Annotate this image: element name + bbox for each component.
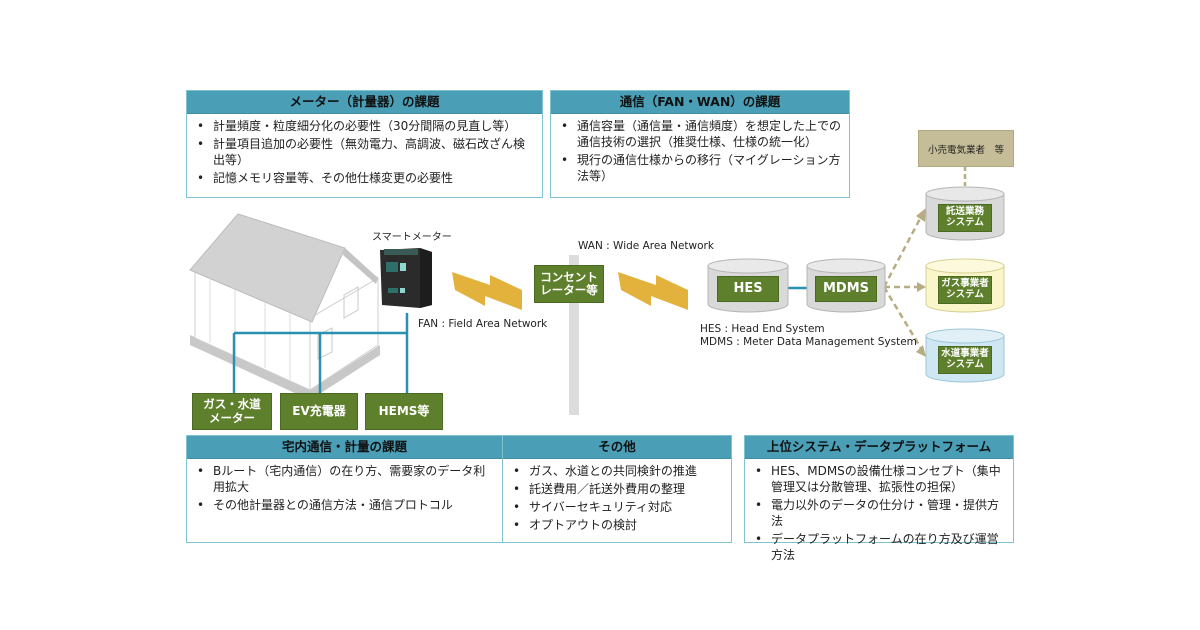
gas-system-database: ガス事業者 システム xyxy=(925,258,1005,314)
concentrator-pole xyxy=(569,255,579,415)
comm-issues-title: 通信（FAN・WAN）の課題 xyxy=(551,91,849,114)
hems-box: HEMS等 xyxy=(365,393,443,430)
ev-charger-box: EV充電器 xyxy=(280,393,358,430)
home-issues-panel: 宅内通信・計量の課題 Bルート（宅内通信）の在り方、需要家のデータ利用拡大 その… xyxy=(186,435,503,543)
arrow-head-icon xyxy=(916,208,926,357)
water-system-label: 水道事業者 システム xyxy=(938,346,992,374)
fan-label: FAN : Field Area Network xyxy=(418,318,548,330)
water-system-database: 水道事業者 システム xyxy=(925,328,1005,384)
other-issues-panel: その他 ガス、水道との共同検針の推進 託送費用／託送外費用の整理 サイバーセキュ… xyxy=(502,435,732,543)
wan-label: WAN : Wide Area Network xyxy=(578,240,714,252)
list-item: 現行の通信仕様からの移行（マイグレーション方法等） xyxy=(561,152,841,184)
list-item: サイバーセキュリティ対応 xyxy=(513,499,723,515)
retailer-box: 小売電気業者 等 xyxy=(918,130,1014,167)
home-network-lines xyxy=(232,313,409,393)
hes-label: HES xyxy=(717,276,779,302)
concentrator-box: コンセント レーター等 xyxy=(534,265,604,303)
upper-system-title: 上位システム・データプラットフォーム xyxy=(745,436,1013,459)
comm-issues-list: 通信容量（通信量・通信頻度）を想定した上での通信技術の選択（推奨仕様、仕様の統一… xyxy=(551,118,849,184)
mdms-definition: MDMS : Meter Data Management System xyxy=(700,336,917,348)
list-item: 通信容量（通信量・通信頻度）を想定した上での通信技術の選択（推奨仕様、仕様の統一… xyxy=(561,118,841,150)
mdms-label: MDMS xyxy=(815,276,877,302)
transmission-system-database: 託送業務 システム xyxy=(925,186,1005,242)
comm-issues-panel: 通信（FAN・WAN）の課題 通信容量（通信量・通信頻度）を想定した上での通信技… xyxy=(550,90,850,198)
retailer-label: 小売電気業者 等 xyxy=(927,144,1004,156)
list-item: 電力以外のデータの仕分け・管理・提供方法 xyxy=(755,497,1005,529)
home-issues-list: Bルート（宅内通信）の在り方、需要家のデータ利用拡大 その他計量器との通信方法・… xyxy=(187,463,502,513)
list-item: オプトアウトの検討 xyxy=(513,517,723,533)
smart-meter-label: スマートメーター xyxy=(372,232,452,243)
list-item: 記憶メモリ容量等、その他仕様変更の必要性 xyxy=(197,170,534,186)
smart-meter-device xyxy=(380,248,432,308)
lightning-bolt-icon xyxy=(618,272,688,310)
list-item: 計量項目追加の必要性（無効電力、高調波、磁石改ざん検出等） xyxy=(197,136,534,168)
upper-system-panel: 上位システム・データプラットフォーム HES、MDMSの設備仕様コンセプト（集中… xyxy=(744,435,1014,562)
list-item: その他計量器との通信方法・通信プロトコル xyxy=(197,497,494,513)
other-issues-list: ガス、水道との共同検針の推進 託送費用／託送外費用の整理 サイバーセキュリティ対… xyxy=(503,463,731,533)
meter-issues-title: メーター（計量器）の課題 xyxy=(187,91,542,114)
mdms-database: MDMS xyxy=(806,258,886,314)
meter-issues-list: 計量頻度・粒度細分化の必要性（30分間隔の見直し等） 計量項目追加の必要性（無効… xyxy=(187,118,542,186)
gas-water-meter-box: ガス・水道 メーター xyxy=(192,393,272,430)
list-item: 計量頻度・粒度細分化の必要性（30分間隔の見直し等） xyxy=(197,118,534,134)
gas-system-label: ガス事業者 システム xyxy=(938,276,992,304)
lightning-bolt-icon xyxy=(452,272,522,310)
home-issues-title: 宅内通信・計量の課題 xyxy=(187,436,502,459)
list-item: 託送費用／託送外費用の整理 xyxy=(513,481,723,497)
other-issues-title: その他 xyxy=(503,436,731,459)
upper-system-list: HES、MDMSの設備仕様コンセプト（集中管理又は分散管理、拡張性の担保） 電力… xyxy=(745,463,1013,563)
meter-issues-panel: メーター（計量器）の課題 計量頻度・粒度細分化の必要性（30分間隔の見直し等） … xyxy=(186,90,543,198)
hes-definition: HES : Head End System xyxy=(700,323,825,335)
house-illustration xyxy=(189,213,380,400)
list-item: ガス、水道との共同検針の推進 xyxy=(513,463,723,479)
list-item: データプラットフォームの在り方及び運営方法 xyxy=(755,531,1005,563)
mdms-arrows xyxy=(882,214,924,351)
hes-database: HES xyxy=(707,258,789,314)
list-item: Bルート（宅内通信）の在り方、需要家のデータ利用拡大 xyxy=(197,463,494,495)
transmission-system-label: 託送業務 システム xyxy=(938,204,992,232)
list-item: HES、MDMSの設備仕様コンセプト（集中管理又は分散管理、拡張性の担保） xyxy=(755,463,1005,495)
